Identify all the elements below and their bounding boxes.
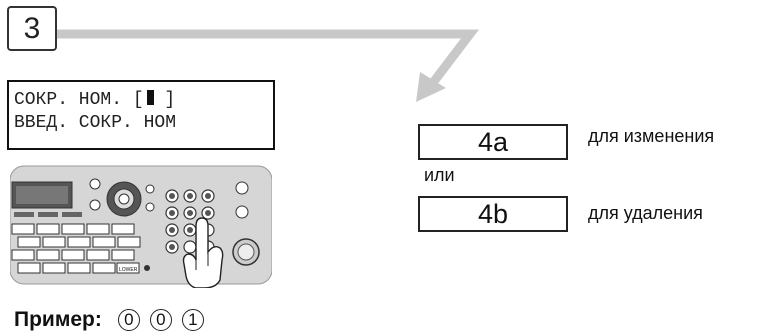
- example-digit-3: 1: [181, 309, 204, 331]
- example-line: Пример: 0 0 1: [14, 306, 204, 334]
- step-number: 3: [7, 6, 57, 51]
- example-digit-1: 0: [117, 309, 140, 331]
- lcd-cursor: [146, 90, 154, 105]
- lcd-display: СОКР. НОМ. [ ] ВВЕД. СОКР. НОМ: [7, 80, 275, 150]
- lower-key-label: LOWER: [119, 267, 138, 273]
- option-4b-box: 4b: [418, 196, 568, 232]
- or-label: или: [424, 165, 455, 185]
- option-4b-description: для удаления: [588, 203, 703, 223]
- control-panel-illustration: LOWER: [10, 165, 272, 288]
- lcd-line-1: СОКР. НОМ. [ ]: [14, 90, 176, 110]
- lcd-line-2: ВВЕД. СОКР. НОМ: [14, 113, 177, 133]
- example-digit-2: 0: [149, 309, 172, 331]
- example-label: Пример:: [14, 308, 102, 331]
- option-4a-description: для изменения: [588, 126, 715, 146]
- option-4a-box: 4a: [418, 124, 568, 160]
